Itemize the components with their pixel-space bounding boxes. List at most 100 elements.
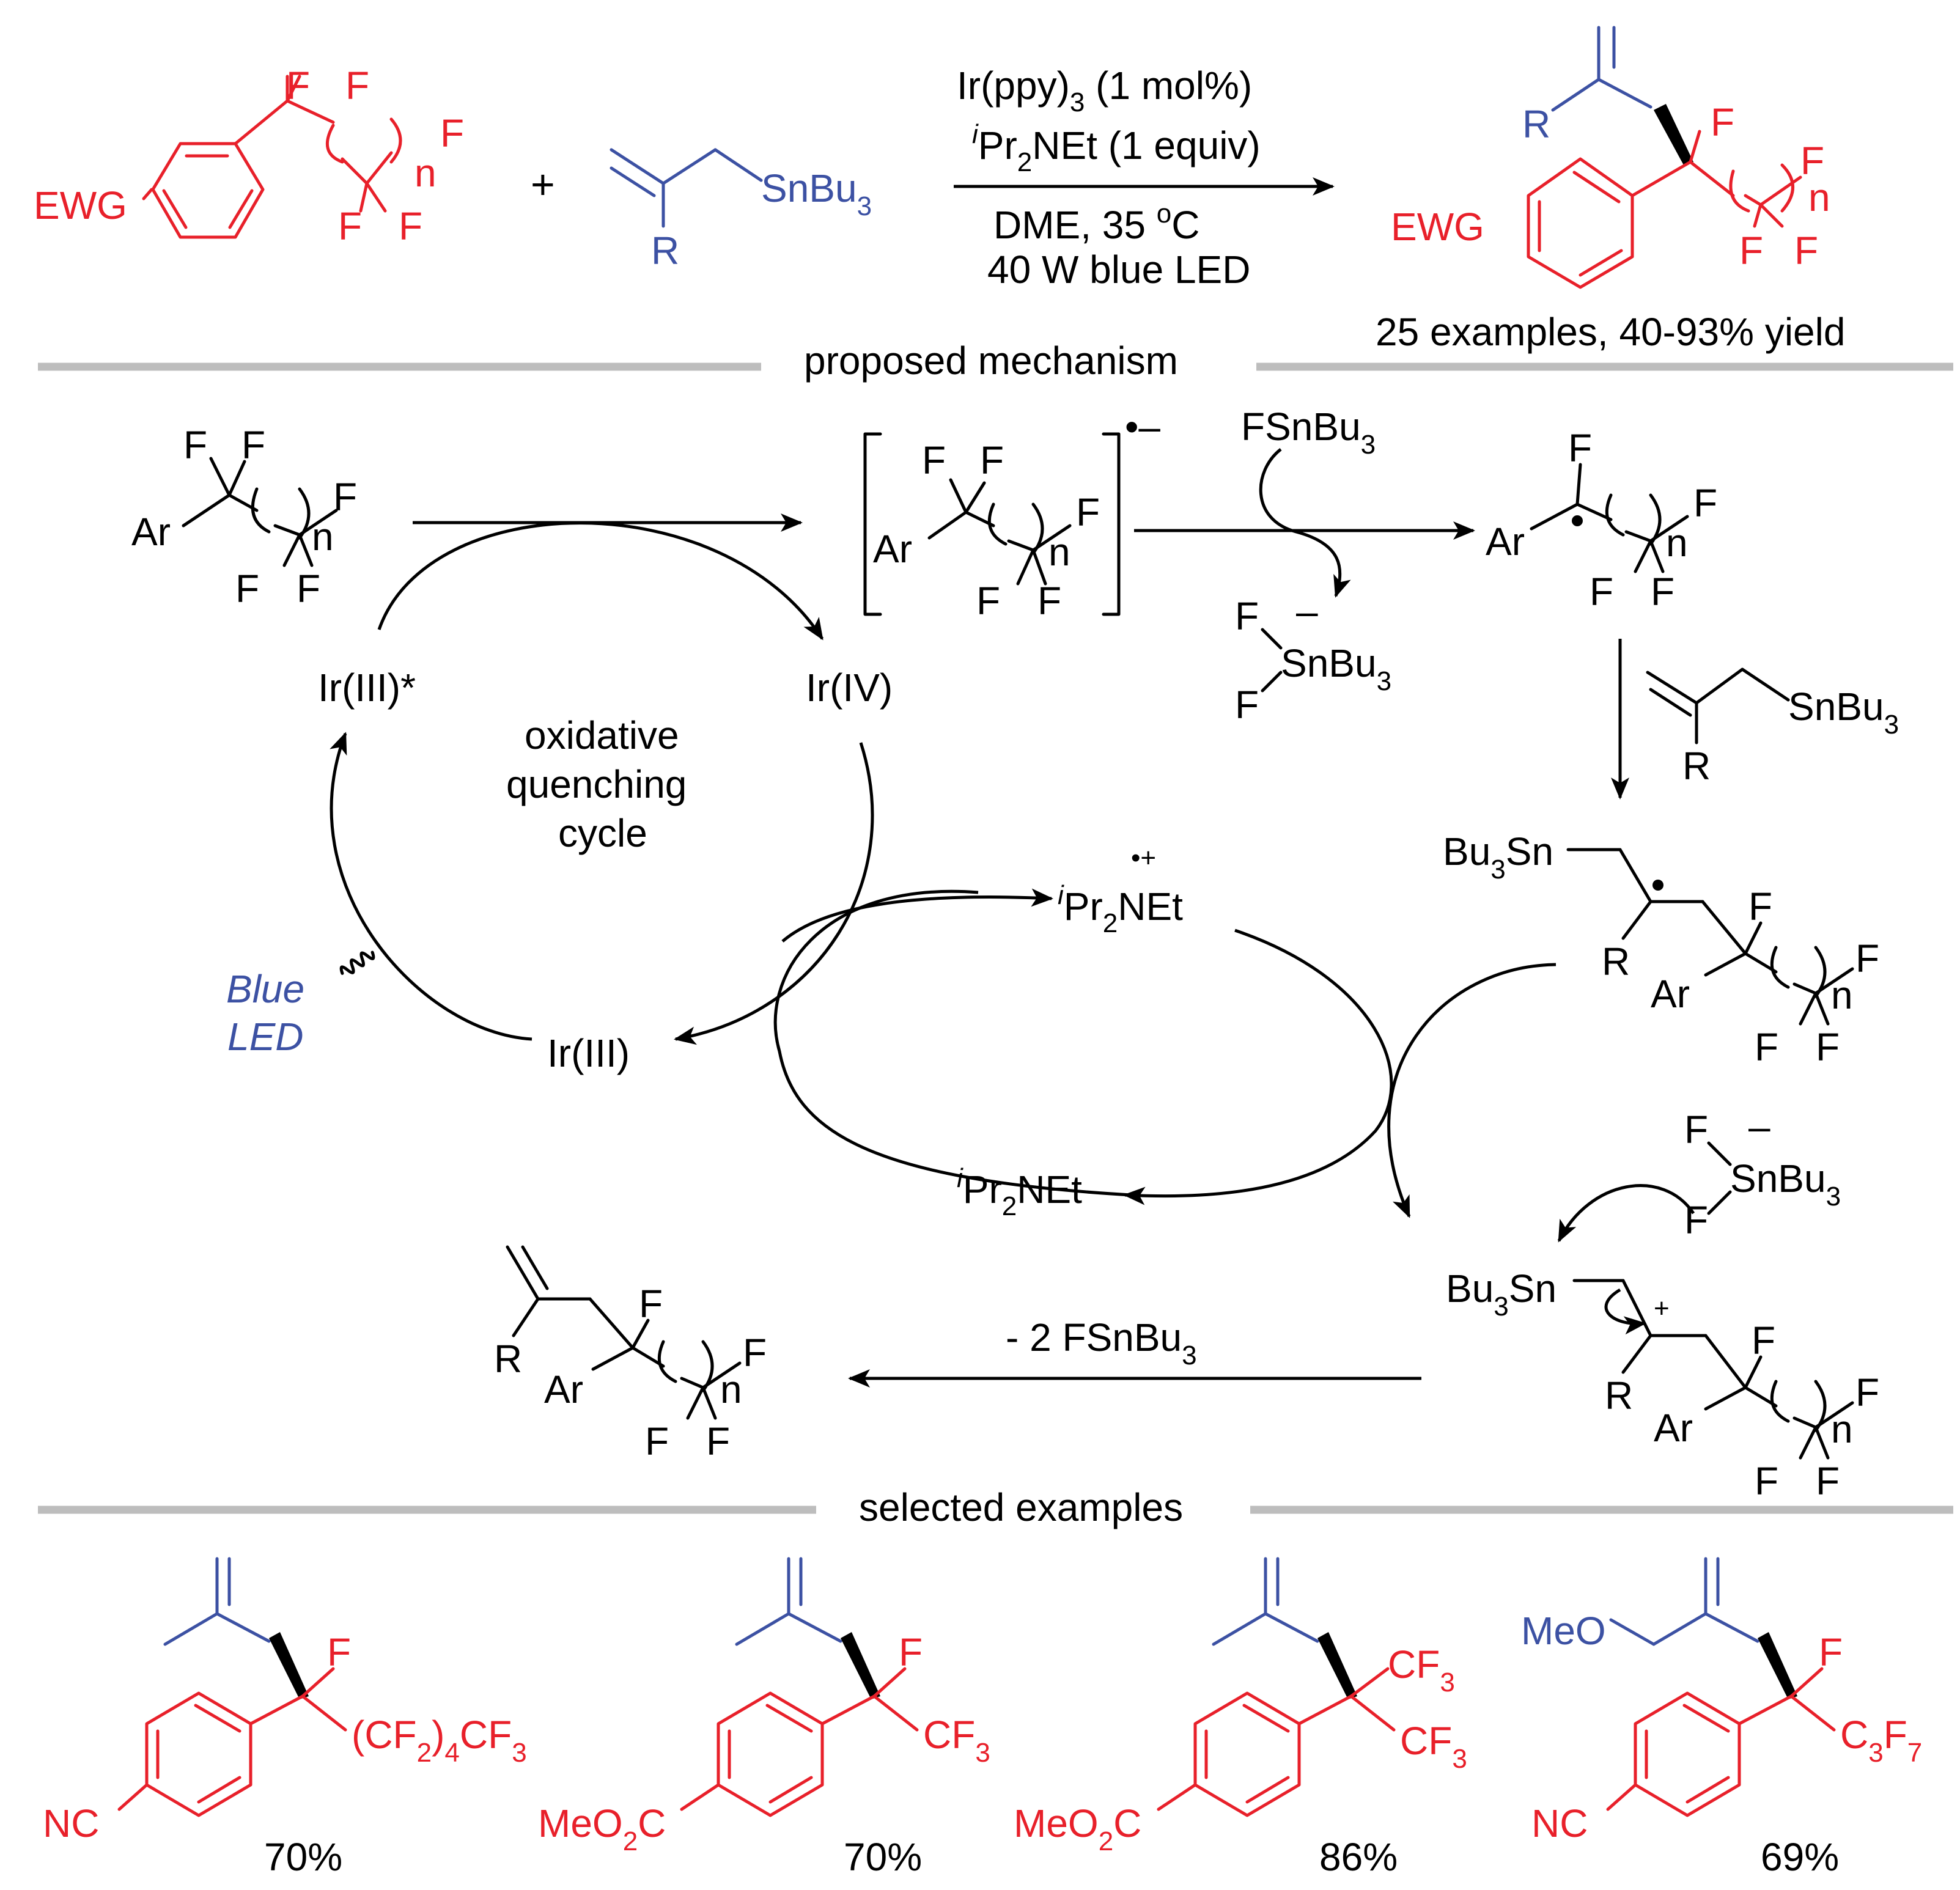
ar-perfluoroalkyl: Ar F F F F F n (131, 423, 357, 611)
product-structure: R EWG F F F F n (1391, 26, 1830, 289)
snbu3-label: SnBu3 (1730, 1156, 1841, 1212)
fluoride-attack-arrow (1557, 1184, 1695, 1243)
n-label: n (414, 151, 437, 195)
f-label: F (1235, 594, 1259, 638)
perfluoroalkyl-label: (CF2)4CF3 (352, 1713, 527, 1768)
solvent-label: DME, 35 oC (993, 199, 1199, 247)
difluorostannate: F F – SnBu3 (1557, 1105, 1841, 1243)
f-label: F (1816, 1025, 1840, 1069)
substituent-label: MeO2C (1014, 1801, 1141, 1856)
snbu3-label: SnBu3 (1281, 641, 1391, 696)
benzylic-radical: Ar F F F F n (1486, 426, 1717, 614)
r-label: R (651, 229, 679, 273)
f-label: F (976, 579, 1000, 623)
plus-sign: + (531, 161, 555, 208)
f-label: F (1235, 683, 1259, 727)
perfluoroalkyl-label: C3F7 (1840, 1713, 1922, 1768)
blue-led-label: LED (227, 1015, 304, 1059)
elimination-label: - 2 FSnBu3 (1006, 1315, 1197, 1370)
f-label: F (1568, 426, 1592, 470)
ar-label: Ar (544, 1367, 583, 1411)
cycle-arrow (330, 732, 532, 1041)
f-label: F (1855, 936, 1879, 980)
scope-summary: 25 examples, 40-93% yield (1376, 310, 1845, 354)
reaction-conditions: Ir(ppy)3 (1 mol%) iPr2NEt (1 equiv) DME,… (954, 64, 1335, 292)
r-label: R (1605, 1373, 1633, 1418)
f-label: F (286, 64, 310, 108)
positive-charge: + (1654, 1293, 1670, 1323)
f-label: F (1800, 139, 1824, 183)
f-label: F (440, 111, 464, 155)
substituent-label: NC (43, 1801, 99, 1845)
reactant-allylstannane: SnBu3 R (610, 148, 872, 273)
f-label: F (1855, 1370, 1879, 1414)
perfluoroalkyl-label: CF3 (923, 1713, 990, 1768)
substituent-label: NC (1531, 1801, 1588, 1845)
r-label: R (1522, 102, 1550, 146)
examples-heading: selected examples (859, 1485, 1183, 1529)
r-label: R (494, 1337, 522, 1381)
f-label: F (645, 1419, 669, 1463)
cf3-label: CF3 (1388, 1642, 1455, 1697)
f-label: F (399, 204, 422, 248)
amine-oxidation-arrow (781, 888, 1053, 943)
example-1: F (CF2)4CF3 NC 70% (43, 1557, 527, 1879)
r-label: R (1602, 939, 1630, 984)
methoxy-label: MeO (1521, 1609, 1606, 1653)
bu3sn-label: Bu3Sn (1443, 829, 1553, 884)
f-label: F (922, 438, 946, 482)
f-label: F (980, 438, 1004, 482)
f-label: F (241, 423, 265, 467)
allylstannane-reagent: SnBu3 R (1646, 667, 1899, 788)
f-label: F (235, 567, 259, 611)
ar-label: Ar (1654, 1406, 1693, 1450)
r-label: R (1682, 744, 1711, 788)
yield-label: 86% (1319, 1835, 1398, 1879)
n-label: n (1831, 973, 1853, 1017)
f-label: F (1755, 1025, 1778, 1069)
fsnbu3-label: FSnBu3 (1241, 405, 1376, 460)
cycle-label: cycle (558, 811, 647, 855)
f-label: F (345, 64, 369, 108)
f-label: F (327, 1630, 351, 1674)
ar-label: Ar (1486, 520, 1525, 564)
ir4-label: Ir(IV) (806, 666, 893, 710)
f-label: F (297, 567, 320, 611)
radical-oxidation-arrow (1387, 963, 1557, 1218)
light-squiggle (339, 951, 375, 975)
light-label: 40 W blue LED (987, 248, 1250, 292)
cf3-label: CF3 (1400, 1719, 1467, 1774)
f-label: F (1819, 1630, 1843, 1674)
photocatalytic-cycle: Ir(III)* Ir(IV) Ir(III) oxidative quench… (226, 521, 893, 1075)
cycle-label: oxidative (525, 713, 679, 757)
bu3sn-label: Bu3Sn (1446, 1267, 1557, 1322)
ir3-label: Ir(III) (547, 1031, 630, 1075)
n-label: n (1666, 521, 1688, 565)
minus-charge: – (1748, 1105, 1770, 1149)
f-label: F (338, 204, 362, 248)
benzene-ring (142, 75, 393, 239)
ir3-excited-label: Ir(III)* (318, 666, 416, 710)
radical-anion-intermediate: Ar F F F F F n •– (863, 405, 1160, 623)
f-label: F (1684, 1108, 1708, 1152)
amine-radical-cation-label: iPr2NEt (1058, 880, 1183, 938)
n-label: n (312, 515, 334, 559)
amine-loop (773, 889, 1132, 1197)
fluoride-abstraction-arrow (1259, 448, 1351, 598)
mechanism-heading: proposed mechanism (804, 339, 1178, 383)
cycle-label: quenching (506, 762, 687, 806)
n-label: n (1048, 530, 1070, 574)
f-label: F (1794, 229, 1818, 273)
yield-label: 69% (1761, 1835, 1839, 1879)
f-label: F (1752, 1318, 1775, 1362)
radical-adduct: Bu3Sn R Ar F F F F n (1443, 829, 1879, 1069)
ar-label: Ar (873, 527, 912, 571)
electron-push-arrow (1604, 1288, 1646, 1335)
difluorostannate: F F – SnBu3 (1235, 589, 1391, 727)
snbu3-label: SnBu3 (761, 166, 872, 221)
ar-label: Ar (131, 510, 171, 554)
carbocation-intermediate: Bu3Sn + R Ar F F F F n (1446, 1267, 1879, 1503)
f-label: F (1651, 570, 1674, 614)
amine-redox-cycle: iPr2NEt •+ iPr2NEt (773, 843, 1393, 1221)
